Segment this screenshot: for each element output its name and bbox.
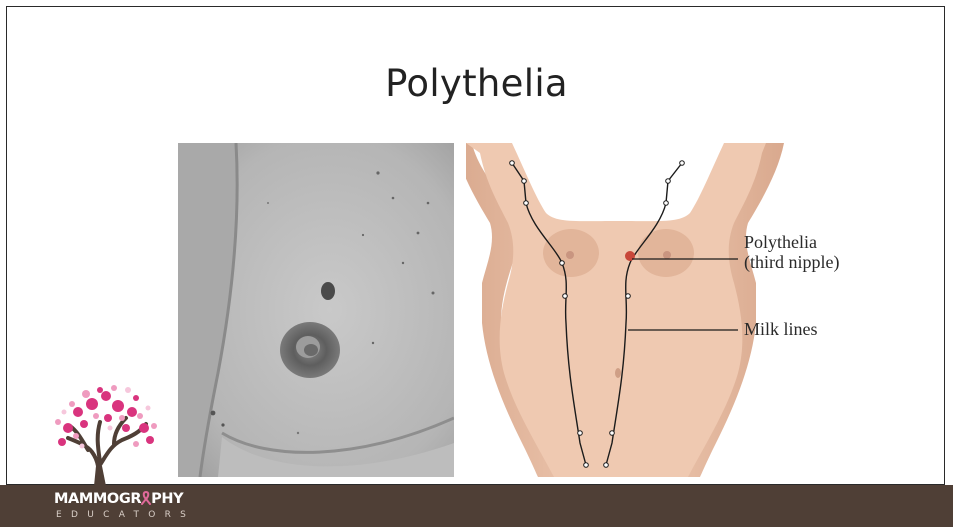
brand-subtitle: EDUCATORS — [56, 510, 195, 520]
tree-logo-icon — [48, 382, 160, 486]
slide-title: Polythelia — [0, 62, 953, 105]
label-third-nipple: (third nipple) — [744, 252, 839, 273]
label-polythelia: Polythelia — [744, 232, 817, 253]
pink-ribbon-icon — [141, 491, 151, 505]
label-milk-lines: Milk lines — [744, 319, 818, 340]
clinical-photo — [178, 143, 454, 477]
milk-lines-diagram — [466, 143, 926, 477]
